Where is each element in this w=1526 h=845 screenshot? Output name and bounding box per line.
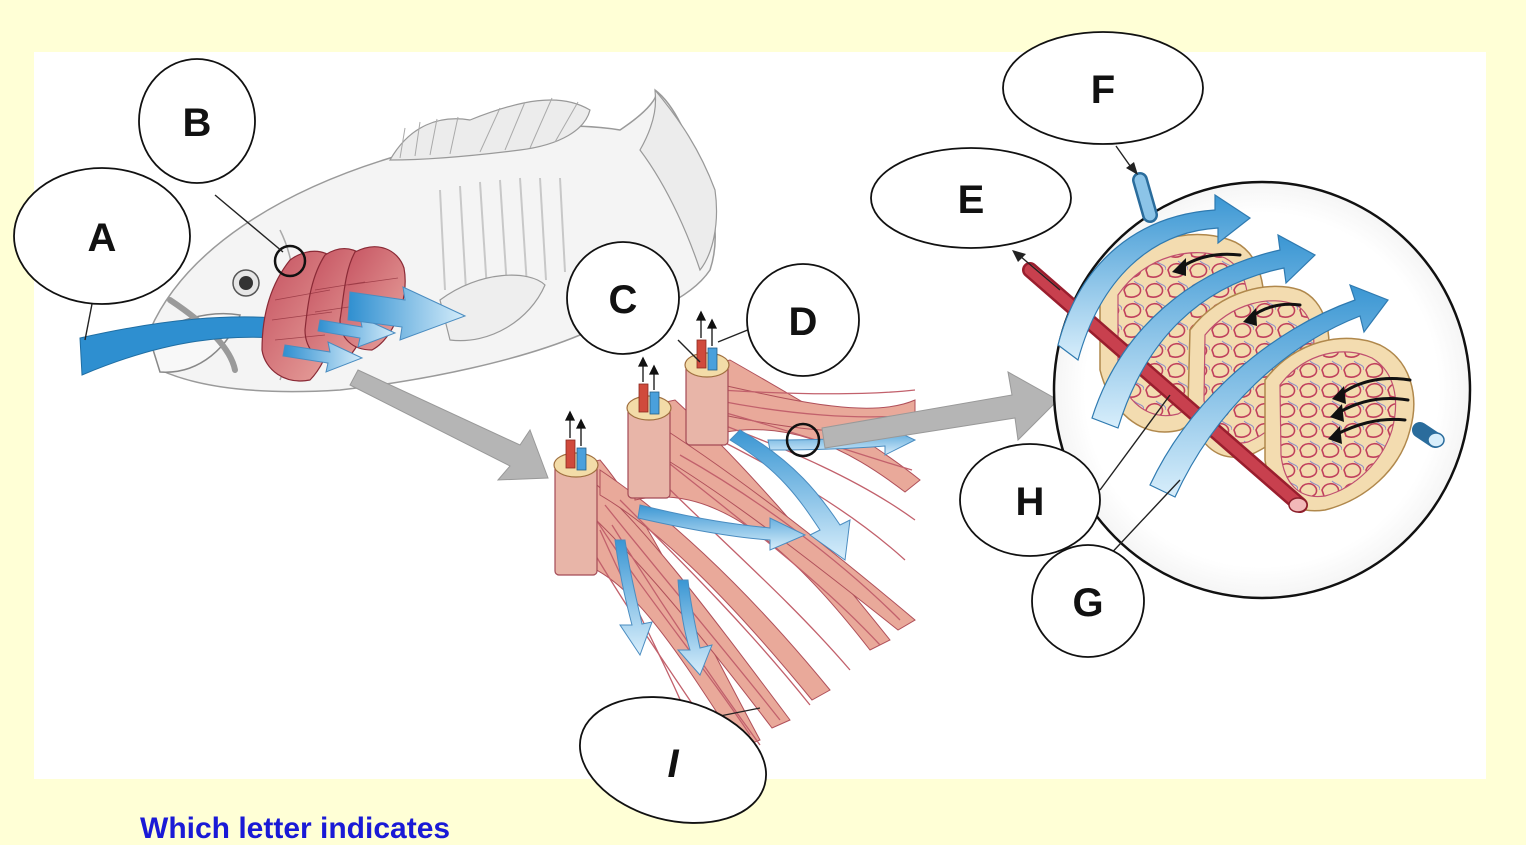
label-h-text: H [1016,480,1045,524]
enlarge-arrow-1 [349,369,549,481]
label-d-text: D [789,300,818,344]
gill-detail-circle [273,244,307,278]
label-f-text: F [1091,68,1115,112]
label-i-text: I [667,742,679,786]
question-text: Which letter indicates [140,812,451,845]
label-f[interactable]: F [1002,31,1204,145]
label-d[interactable]: D [746,263,860,377]
gill-water-arrows [282,286,467,373]
label-g-text: G [1072,581,1103,625]
label-i[interactable]: I [566,677,781,826]
label-b[interactable]: B [138,58,256,184]
label-e[interactable]: E [870,147,1072,249]
fish-gill-diagram: A B C D E F H G [13,31,1472,826]
label-a-text: A [88,216,117,260]
gill-filaments-group [553,310,921,751]
leader-arrowheads [1012,162,1138,262]
label-g[interactable]: G [1031,544,1145,658]
label-e-text: E [958,178,985,222]
label-b-text: B [183,101,212,145]
filament-detail-circle [785,422,821,458]
label-c-text: C [609,278,638,322]
enlarge-arrow-2 [821,371,1059,449]
label-c[interactable]: C [566,241,680,355]
lamellae-detail [1022,172,1472,600]
label-a[interactable]: A [13,167,191,305]
diagram-stage: A B C D E F H G [13,31,1486,844]
label-h[interactable]: H [959,443,1101,557]
